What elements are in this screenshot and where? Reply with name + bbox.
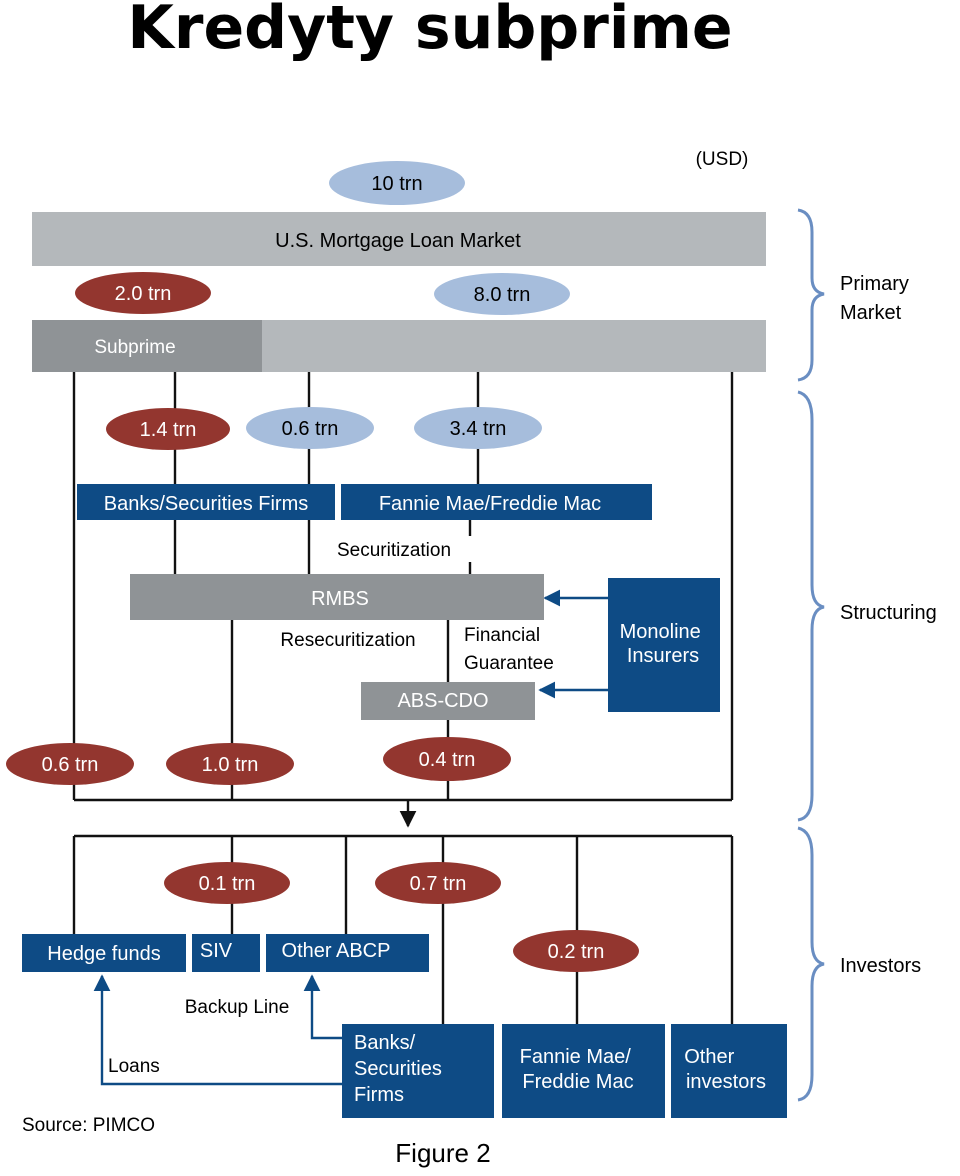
banks-outflow-ellipse bbox=[375, 862, 501, 904]
other-abcp-label: Other ABCP bbox=[282, 940, 391, 962]
primary-market-line: Primary bbox=[840, 273, 909, 295]
banks-securities-box bbox=[77, 484, 335, 520]
cdo-outflow-value: 0.4 trn bbox=[419, 749, 476, 771]
abs-cdo-bar bbox=[361, 682, 535, 720]
resec-outflow-ellipse bbox=[166, 743, 294, 785]
financial-guarantee-label: Financial Guarantee bbox=[464, 625, 554, 674]
subprime-value: 2.0 trn bbox=[115, 283, 172, 305]
gse-outflow-value: 0.2 trn bbox=[548, 941, 605, 963]
banks-investor-box bbox=[342, 1024, 494, 1118]
page-title: Kredyty subprime bbox=[127, 0, 733, 63]
gse-outflow-ellipse bbox=[513, 930, 639, 972]
banks-inflow-value: 1.4 trn bbox=[140, 419, 197, 441]
rmbs-bar bbox=[130, 574, 544, 620]
investors-label: Investors bbox=[840, 955, 921, 977]
resecuritization-label: Resecuritization bbox=[280, 630, 415, 651]
other-investors-line: Other bbox=[684, 1046, 734, 1068]
banks-securities-label: Banks/Securities Firms bbox=[104, 493, 309, 515]
subprime-label: Subprime bbox=[94, 337, 175, 358]
fannie-investor-box bbox=[502, 1024, 665, 1118]
securitization-label: Securitization bbox=[337, 540, 451, 561]
banks-investor-line: Securities bbox=[354, 1058, 442, 1080]
direct-outflow-value: 0.6 trn bbox=[42, 754, 99, 776]
securitization-label-bg bbox=[316, 536, 472, 562]
siv-ellipse bbox=[164, 862, 290, 904]
arrow-lines bbox=[93, 589, 608, 1086]
structuring-label: Structuring bbox=[840, 602, 937, 624]
loans-label: Loans bbox=[108, 1056, 160, 1077]
direct-outflow-ellipse bbox=[6, 743, 134, 785]
monoline-insurers-label: Monoline Insurers bbox=[620, 621, 707, 667]
subprime-bar bbox=[32, 320, 262, 372]
abs-cdo-label: ABS-CDO bbox=[397, 690, 488, 712]
figure-caption: Figure 2 bbox=[395, 1138, 490, 1168]
subprime-ellipse bbox=[75, 272, 211, 314]
other-investors-box bbox=[671, 1024, 787, 1118]
fannie-freddie-label: Fannie Mae/Freddie Mac bbox=[379, 493, 601, 515]
hedge-funds-label: Hedge funds bbox=[47, 943, 160, 965]
fannie-investor-line: Freddie Mac bbox=[522, 1071, 633, 1093]
fannie-investor-label: Fannie Mae/ Freddie Mac bbox=[520, 1046, 637, 1093]
monoline-line: Monoline bbox=[620, 621, 701, 643]
other-abcp-box bbox=[266, 934, 429, 972]
gse-subprime-value: 0.6 trn bbox=[282, 418, 339, 440]
fannie-freddie-box bbox=[341, 484, 652, 520]
prime-value: 8.0 trn bbox=[474, 284, 531, 306]
banks-inflow-ellipse bbox=[106, 408, 230, 450]
backup-line-label: Backup Line bbox=[185, 997, 290, 1018]
other-investors-label: Other investors bbox=[684, 1046, 766, 1093]
structuring-bracket bbox=[797, 390, 825, 822]
mortgage-market-label: U.S. Mortgage Loan Market bbox=[275, 230, 521, 252]
financial-guarantee-line: Financial bbox=[464, 625, 540, 646]
other-investors-line: investors bbox=[686, 1071, 766, 1093]
primary-market-bracket bbox=[797, 208, 825, 382]
primary-market-label: Primary Market bbox=[840, 273, 914, 324]
resecuritization-label-bg bbox=[258, 626, 438, 652]
total-market-value: 10 trn bbox=[371, 173, 422, 195]
banks-investor-line: Banks/ bbox=[354, 1032, 416, 1054]
hedge-funds-box bbox=[22, 934, 186, 972]
financial-guarantee-line: Guarantee bbox=[464, 653, 554, 674]
siv-value: 0.1 trn bbox=[199, 873, 256, 895]
rmbs-label: RMBS bbox=[311, 588, 369, 610]
section-brackets bbox=[797, 208, 825, 1102]
total-market-ellipse bbox=[329, 161, 465, 205]
gse-prime-ellipse bbox=[414, 407, 542, 449]
fannie-investor-line: Fannie Mae/ bbox=[520, 1046, 632, 1068]
resec-outflow-value: 1.0 trn bbox=[202, 754, 259, 776]
gse-prime-value: 3.4 trn bbox=[450, 418, 507, 440]
banks-investor-line: Firms bbox=[354, 1084, 404, 1106]
primary-market-line: Market bbox=[840, 302, 902, 324]
banks-outflow-value: 0.7 trn bbox=[410, 873, 467, 895]
cdo-outflow-ellipse bbox=[383, 737, 511, 781]
investors-bracket bbox=[797, 826, 825, 1102]
banks-investor-label: Banks/ Securities Firms bbox=[354, 1032, 447, 1106]
currency-label: (USD) bbox=[696, 149, 749, 170]
prime-ellipse bbox=[434, 273, 570, 315]
monoline-insurers-box bbox=[608, 578, 720, 712]
siv-label: SIV bbox=[200, 940, 233, 962]
source-label: Source: PIMCO bbox=[22, 1115, 155, 1136]
monoline-line: Insurers bbox=[627, 645, 699, 667]
gse-subprime-ellipse bbox=[246, 407, 374, 449]
mortgage-market-bar bbox=[32, 212, 766, 266]
siv-box bbox=[192, 934, 260, 972]
